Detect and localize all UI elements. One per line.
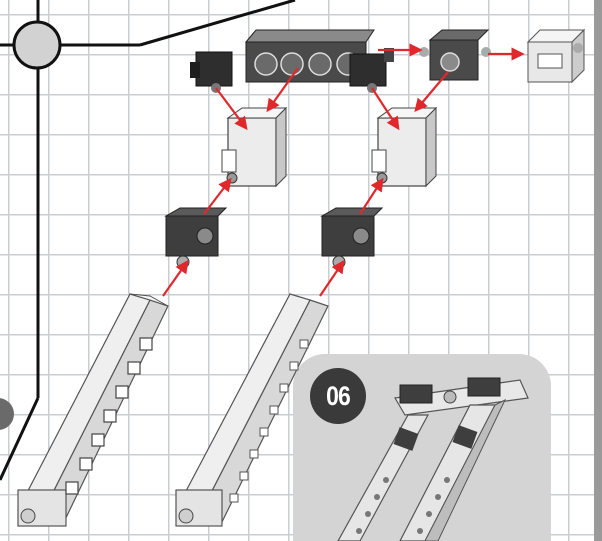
step-number: 06 bbox=[326, 380, 351, 411]
step-badge: 06 bbox=[310, 368, 366, 424]
arrow-dark-left-to-light bbox=[203, 177, 232, 215]
light-coupler-left-icon bbox=[221, 106, 288, 188]
hub-circle-icon bbox=[12, 20, 62, 70]
arrow-connector-to-light-left bbox=[215, 87, 248, 131]
dark-coupler-right-icon bbox=[320, 207, 384, 269]
outlet-bar-left-icon bbox=[17, 293, 169, 527]
light-coupler-right-icon bbox=[371, 106, 438, 188]
left-frame-diagonal bbox=[0, 397, 40, 481]
arrow-cube-to-light-right bbox=[414, 71, 449, 113]
triple-power-block-icon bbox=[244, 29, 375, 83]
center-connector-icon bbox=[349, 48, 394, 93]
gray-cube-icon bbox=[419, 29, 491, 81]
top-frame-diagonal bbox=[139, 0, 296, 47]
white-cube-icon bbox=[526, 28, 586, 84]
dark-coupler-left-icon bbox=[164, 207, 228, 269]
arrow-bar-right-to-dark bbox=[319, 259, 345, 297]
arrow-bar-left-to-dark bbox=[162, 259, 189, 297]
inset-assembly-icon bbox=[337, 377, 529, 541]
assembly-arrows bbox=[162, 43, 525, 297]
arrow-block-to-light-left bbox=[266, 67, 299, 113]
edge-knob-icon bbox=[0, 398, 14, 430]
page-edge-strip bbox=[594, 0, 602, 541]
left-connector-icon bbox=[190, 51, 233, 93]
arrow-connector-to-light-right bbox=[371, 87, 400, 131]
arrow-dark-right-to-light bbox=[359, 177, 384, 215]
outlet-bar-right-icon bbox=[175, 293, 329, 527]
